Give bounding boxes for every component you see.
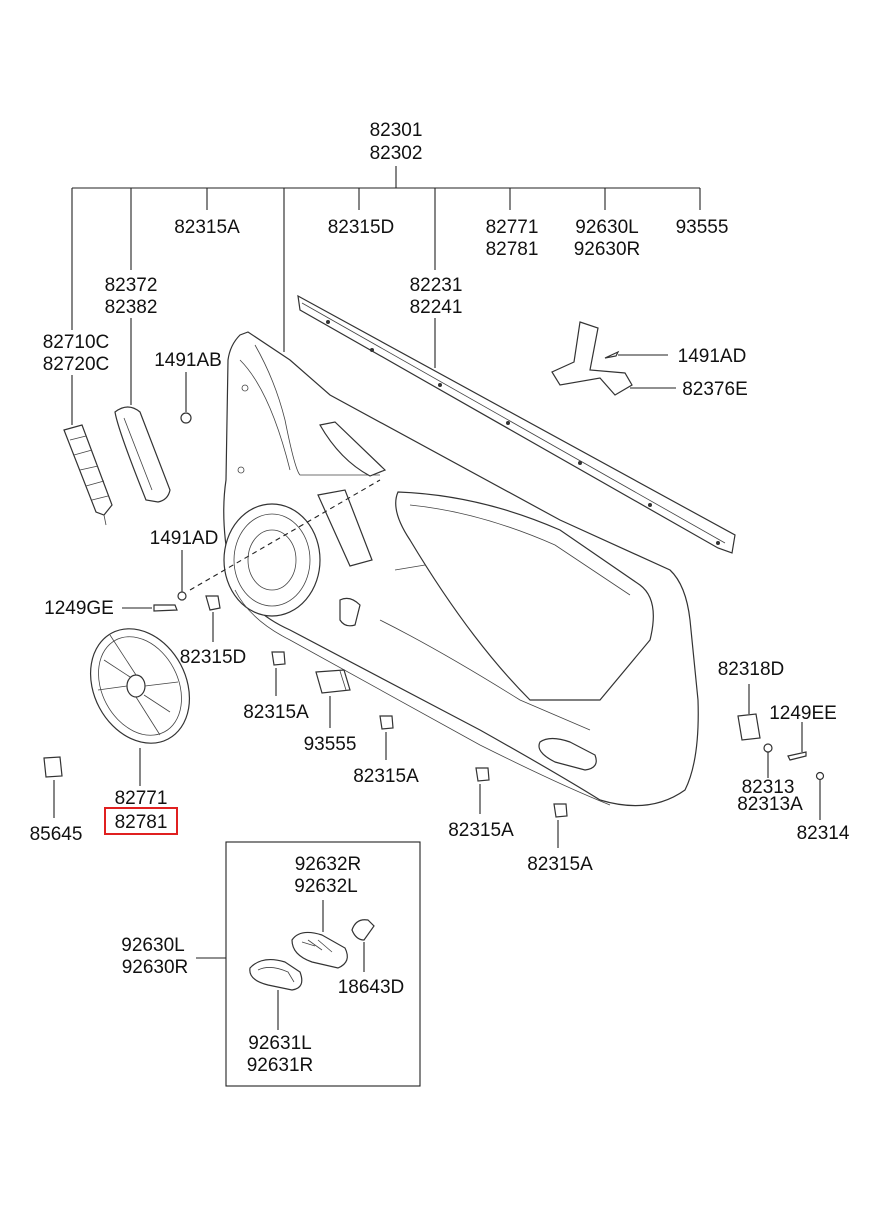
label-main-1: 82301 [370,120,423,141]
label-82315D-top: 82315D [328,217,395,238]
label-82315D-mid: 82315D [180,647,247,668]
label-main-2: 82302 [370,143,423,164]
label-82315A-low2: 82315A [448,820,514,841]
label-82315A-top: 82315A [174,217,240,238]
label-18643D: 18643D [338,977,405,998]
speaker-grille-part [89,628,191,786]
label-82376E: 82376E [682,379,748,400]
label-92631L: 92631L [248,1033,311,1054]
clips-82315A [271,651,568,848]
door-trim-panel [189,331,699,807]
label-82231: 82231 [410,275,463,296]
pad-85645 [43,756,63,818]
label-82318D: 82318D [718,659,785,680]
handle-cover-part [114,318,171,503]
label-1491AD-left: 1491AD [150,528,219,549]
label-92632L: 92632L [294,876,357,897]
label-82781-speaker: 82781 [115,812,168,833]
label-82313A: 82313A [737,794,803,815]
highlight-box [104,807,178,835]
label-82771-speaker: 82771 [115,788,168,809]
label-82315A-low3: 82315A [527,854,593,875]
label-82771-top: 82771 [486,217,539,238]
screws-left [122,550,187,612]
label-1491AB: 1491AB [154,350,222,371]
screw-1491AB [180,372,192,424]
right-small-parts [737,684,825,820]
weatherstrip-part [297,294,736,554]
bracket-82376E [551,321,676,396]
label-92630L-box: 92630L [121,935,184,956]
label-82781-top: 82781 [486,239,539,260]
label-92630L-top: 92630L [575,217,638,238]
label-82314: 82314 [797,823,850,844]
label-85645: 85645 [30,824,83,845]
inset-box [196,841,421,1087]
label-82710C: 82710C [43,332,110,353]
leader-tree [71,166,701,352]
label-93555-top: 93555 [676,217,729,238]
label-92630R-box: 92630R [122,957,189,978]
bezel-part [63,375,113,526]
label-82313: 82313 [742,777,795,798]
label-82372: 82372 [105,275,158,296]
label-82382: 82382 [105,297,158,318]
label-92631R: 92631R [247,1055,314,1076]
label-82315A-mid: 82315A [243,702,309,723]
label-82241: 82241 [410,297,463,318]
label-93555-mid: 93555 [304,734,357,755]
clip-82315D [205,595,221,642]
label-82720C: 82720C [43,354,110,375]
label-92630R-top: 92630R [574,239,641,260]
label-1249GE: 1249GE [44,598,114,619]
part-labels: 82301 82302 82315A 82315D 82771 82781 92… [30,120,850,1076]
label-92632R: 92632R [295,854,362,875]
label-82315A-low1: 82315A [353,766,419,787]
label-1491AD-right: 1491AD [678,346,747,367]
label-1249EE: 1249EE [769,703,837,724]
block-93555 [315,669,351,728]
